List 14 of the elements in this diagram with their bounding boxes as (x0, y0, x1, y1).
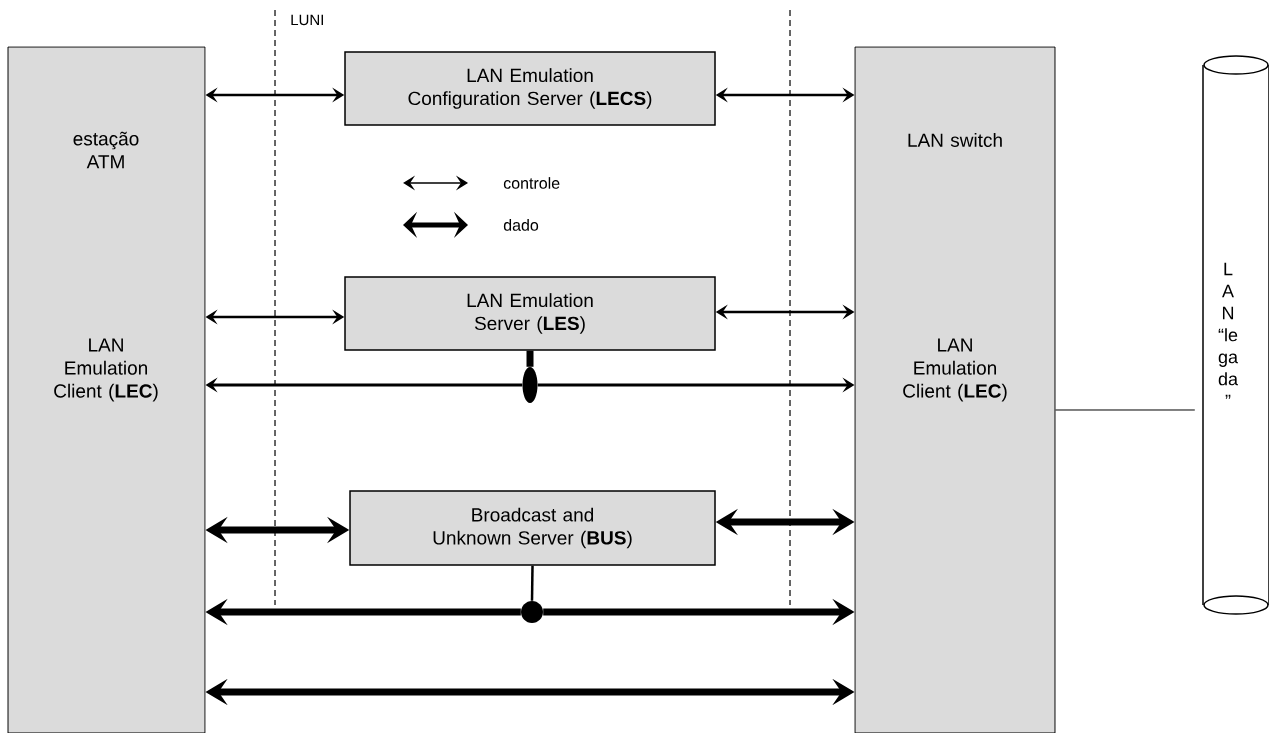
server-box: LAN Emulation Configuration Server (LECS) (344, 51, 716, 126)
station-panel: estação ATM LAN Emulation Client (LEC) (7, 46, 206, 733)
server-box: LAN Emulation Server (LES) (344, 276, 716, 351)
lan-cylinder: L A N “le ga da ” (1202, 55, 1269, 615)
node-label: L A N “le ga da ” (1218, 262, 1239, 399)
interface-label: LUNI (291, 14, 323, 26)
server-box: Broadcast and Unknown Server (BUS) (349, 490, 716, 566)
legend-item: dado (403, 211, 539, 239)
station-panel: LAN switch LAN Emulation Client (LEC) (854, 46, 1056, 733)
legend-item: controle (403, 175, 560, 191)
connector-line (530, 565, 534, 601)
junction-dot (521, 601, 543, 623)
connector-line (1055, 409, 1196, 411)
junction-dot (522, 367, 538, 403)
